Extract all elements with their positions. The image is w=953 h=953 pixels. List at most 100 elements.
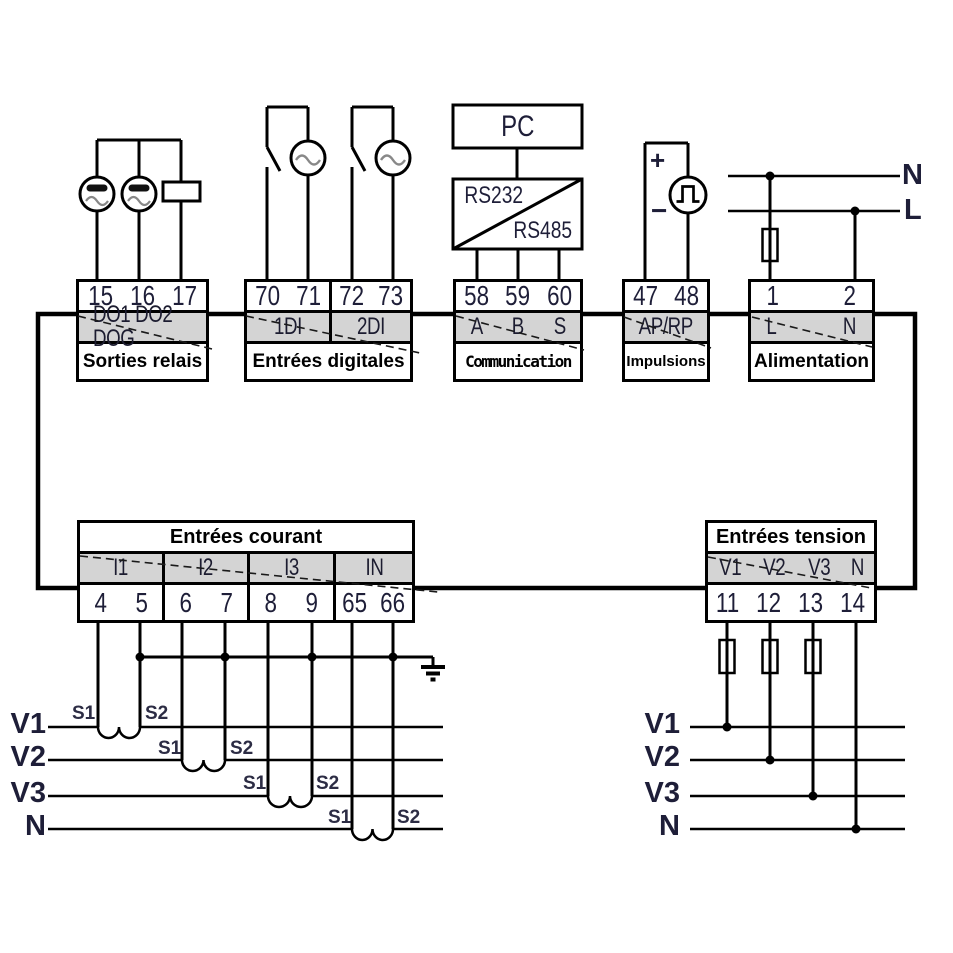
terminal-label: V2 [763, 554, 786, 581]
ct3-s1-label: S1 [243, 773, 267, 794]
terminal-number: 16 [130, 280, 155, 311]
relay-outputs-symbols [78, 138, 202, 282]
terminal-number: 6 [179, 586, 192, 618]
section-label: Impulsions [626, 353, 706, 370]
terminal-number: 70 [255, 280, 280, 311]
terminal-label: N [850, 554, 865, 581]
terminal-numbers: 15 16 17 [79, 282, 206, 313]
ct1-s2-label: S2 [145, 703, 169, 724]
ct2-s1-label: S1 [158, 738, 182, 759]
terminal-numbers: 4 5 6 7 8 9 65 66 [80, 585, 412, 620]
terminal-labels: 1DI 2DI [247, 313, 410, 344]
phase-label-n-left: N [25, 810, 46, 842]
block-alimentation: 1 2 L N Alimentation [748, 279, 875, 382]
section-label: Entrées courant [80, 523, 412, 554]
phase-label-n-right: N [659, 810, 680, 842]
terminal-labels: L N [751, 313, 872, 344]
terminal-number: 48 [674, 280, 699, 311]
terminal-number: 13 [798, 586, 824, 618]
voltage-inputs-wiring [690, 621, 905, 834]
block-entrees-courant: Entrées courant I1 I2 I3 IN 4 5 6 7 [77, 520, 415, 623]
ct4-s1-label: S1 [328, 807, 352, 828]
ct3-s2-label: S2 [316, 773, 340, 794]
terminal-numbers: 58 59 60 [456, 282, 580, 313]
terminal-number: 2 [843, 280, 857, 311]
ct2-s2-label: S2 [230, 738, 254, 759]
pc-box-label: PC [500, 109, 535, 143]
communication-symbols [451, 103, 584, 282]
terminal-label: IN [365, 554, 383, 581]
terminal-label: A [470, 313, 483, 340]
ct1-s1-label: S1 [72, 703, 96, 724]
terminal-number: 7 [220, 586, 233, 618]
block-entrees-digitales: 70 71 72 73 1DI 2DI Entrées digitales [244, 279, 413, 382]
phase-label-v2-right: V2 [644, 741, 680, 773]
terminal-number: 65 [342, 586, 368, 618]
terminal-number: 8 [264, 586, 277, 618]
terminal-number: 9 [306, 586, 319, 618]
terminal-number: 73 [378, 280, 403, 311]
earth-ground-icon [421, 657, 445, 682]
terminal-numbers: 70 71 72 73 [247, 282, 410, 313]
terminal-number: 59 [505, 280, 531, 311]
terminal-labels: A B S [456, 313, 580, 344]
current-inputs-wiring [48, 621, 445, 842]
phase-label-v1-left: V1 [10, 708, 46, 740]
phase-lines-left [48, 725, 443, 842]
phase-label-v2-left: V2 [10, 741, 46, 773]
terminal-number: 72 [339, 280, 364, 311]
supply-line-l-label: L [904, 194, 922, 226]
terminal-label: AP/RP [638, 313, 694, 340]
terminal-label: 2DI [357, 313, 385, 340]
terminal-number: 4 [94, 586, 107, 618]
phase-label-v3-right: V3 [644, 777, 680, 809]
terminal-label: N [843, 313, 857, 340]
terminal-numbers: 11 12 13 14 [708, 585, 874, 620]
terminal-label: B [511, 313, 525, 340]
terminal-numbers: 47 48 [625, 282, 707, 313]
terminal-labels: AP/RP [625, 313, 707, 344]
block-communication: 58 59 60 A B S Communication [453, 279, 583, 382]
terminal-label: DO1 DO2 DOG [92, 301, 173, 352]
terminal-number: 14 [840, 586, 866, 618]
terminal-numbers: 1 2 [751, 282, 872, 313]
terminal-label: V3 [807, 554, 831, 581]
phase-label-v1-right: V1 [644, 708, 680, 740]
power-supply-symbols [728, 171, 900, 282]
terminal-labels: DO1 DO2 DOG [79, 303, 206, 351]
terminal-label: I1 [113, 554, 129, 581]
phase-label-v3-left: V3 [10, 777, 46, 809]
converter-rs232-label: RS232 [464, 182, 524, 209]
terminal-label: I2 [198, 554, 214, 581]
terminal-number: 11 [716, 586, 740, 618]
supply-line-n-label: N [902, 159, 923, 191]
terminal-label: V1 [719, 554, 742, 581]
terminal-label: I3 [284, 554, 299, 581]
block-sorties-relais: 15 16 17 DO1 DO2 DOG Sorties relais [76, 279, 209, 382]
phase-lines-right [690, 725, 905, 831]
section-label: Sorties relais [82, 350, 203, 372]
digital-inputs-symbols [265, 105, 412, 282]
terminal-label: L [766, 313, 777, 340]
terminal-number: 12 [756, 586, 782, 618]
pulse-output-symbols [643, 141, 708, 282]
terminal-number: 5 [135, 586, 148, 618]
block-impulsions: 47 48 AP/RP Impulsions [622, 279, 710, 382]
section-label: Entrées digitales [252, 350, 405, 372]
terminal-number: 15 [87, 280, 113, 311]
terminal-number: 66 [380, 586, 406, 618]
section-label: Alimentation [753, 350, 870, 372]
terminal-number: 1 [766, 280, 780, 311]
ct4-s2-label: S2 [397, 807, 421, 828]
terminal-label: 1DI [274, 313, 302, 340]
terminal-labels: V1 V2 V3 N [708, 554, 874, 585]
pulse-plus-sign: + [650, 145, 666, 175]
section-label: Communication [465, 352, 572, 371]
converter-rs485-label: RS485 [513, 217, 573, 244]
pulse-minus-sign: − [651, 195, 668, 226]
section-label: Entrées tension [708, 523, 874, 554]
terminal-number: 71 [296, 280, 321, 311]
terminal-label: S [553, 313, 566, 340]
